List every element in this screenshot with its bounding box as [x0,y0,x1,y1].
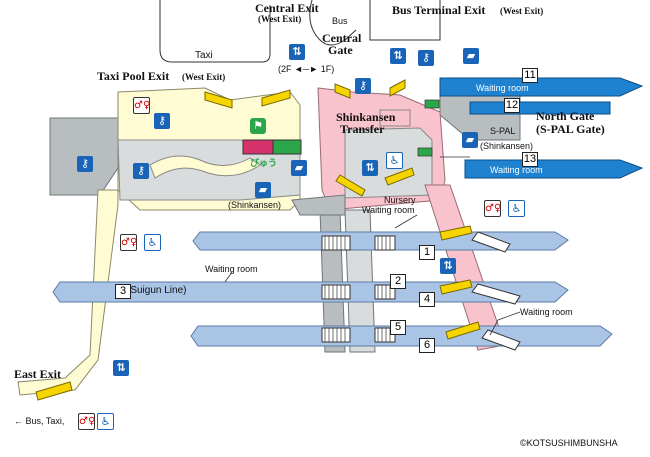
taxi-road-outline [159,0,271,63]
newdays-label: びゅう [250,158,278,168]
central-exit-sub: (West Exit) [258,14,302,24]
bus-label: Bus [332,16,348,26]
escalators [35,79,481,401]
s-pal-label: S-PAL [490,126,516,136]
platform-2-3-4 [52,281,569,303]
coin-locker-icon: ⚷ [77,156,93,172]
accessible-icon: ♿ [508,200,525,217]
shinkansen-label-right-1: (Shinkansen) [480,141,534,151]
elevator-icon: ⇅ [289,44,305,60]
central-exit-label: Central Exit [255,1,319,15]
platform-13 [464,159,644,179]
shinkansen-icon: ▰ [291,160,307,176]
platform-number-13: 13 [522,152,538,167]
bus-terminal-outline [369,0,441,41]
shinkansen-icon: ▰ [462,132,478,148]
waiting-room-5: Waiting room [520,307,573,317]
coin-locker-icon: ⚷ [133,163,149,179]
transfer-booth [379,109,411,127]
waiting-room-13: Waiting room [490,165,543,175]
elevator-icon: ⇅ [362,160,378,176]
curved-passage [149,155,261,179]
platform-number-6: 6 [419,338,435,353]
bus-terminal-exit-label: Bus Terminal Exit [392,3,486,17]
accessible-icon: ♿ [144,234,161,251]
bus-road-outline [309,0,357,46]
floor-indicator: (2F ◄─► 1F) [278,64,335,74]
waiting-room-11: Waiting room [476,83,529,93]
nursery-label: Nursery [384,195,416,205]
bus-taxi-label: ← Bus, Taxi, [14,416,65,426]
shop-pink [242,139,274,155]
green-marker-1 [424,99,440,109]
waiting-room-nursery: Waiting room [362,205,415,215]
central-gate-label-2: Gate [328,43,353,57]
shinkansen-transfer-label-1: Shinkansen [336,110,396,124]
waiting-room-3: Waiting room [205,264,258,274]
platform-number-11: 11 [522,68,538,83]
green-window-icon: ⚑ [250,118,266,134]
north-gate-label-1: North Gate [536,109,595,123]
toilet-icon: ♂♀ [133,97,150,114]
shinkansen-transfer-label-2: Transfer [340,122,385,136]
leader-lines [224,145,521,336]
shinkansen-label-left: (Shinkansen) [228,200,282,210]
suigun-line-label: (Suigun Line) [127,285,187,296]
taxi-pool-exit-sub: (West Exit) [182,72,226,82]
copyright-label: ©KOTSUSHIMBUNSHA [520,438,618,448]
coin-locker-icon: ⚷ [154,113,170,129]
toilet-icon: ♂♀ [120,234,137,251]
platform-number-2: 2 [390,274,406,289]
north-gate-label-2: (S-PAL Gate) [536,122,605,136]
shinkansen-icon: ▰ [463,48,479,64]
taxi-label: Taxi [195,50,213,61]
platform-number-3: 3 [115,284,131,299]
coin-locker-icon: ⚷ [418,50,434,66]
central-gate-label-1: Central [322,31,362,45]
platform-number-12: 12 [504,98,520,113]
taxi-pool-exit-label: Taxi Pool Exit [97,69,170,83]
accessible-icon: ♿ [97,413,114,430]
elevator-icon: ⇅ [113,360,129,376]
platform-number-1: 1 [419,245,435,260]
east-exit-label: East Exit [14,367,62,381]
shinkansen-icon: ▰ [255,182,271,198]
elevator-icon: ⇅ [390,48,406,64]
toilet-icon: ♂♀ [484,200,501,217]
green-marker-2 [417,147,433,157]
accessible-icon: ♿ [386,152,403,169]
stair-hatching [324,236,391,342]
corridor-head [291,194,346,216]
shop-green [272,139,302,155]
toilet-icon: ♂♀ [78,413,95,430]
coin-locker-icon: ⚷ [355,78,371,94]
platform-number-4: 4 [419,292,435,307]
platform-11-12 [439,77,644,97]
platform-number-5: 5 [390,320,406,335]
elevator-icon: ⇅ [440,258,456,274]
bus-terminal-exit-sub: (West Exit) [500,6,544,16]
